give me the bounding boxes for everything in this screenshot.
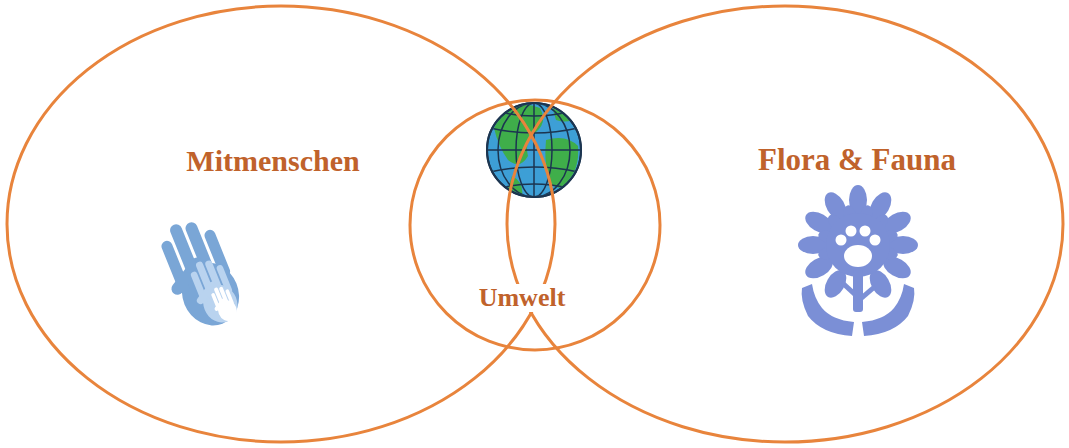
hands-icon [147,211,248,337]
node-label: Umwelt [476,284,569,313]
nature-ellipse: Flora & Fauna [505,4,1065,444]
shape-outline [408,98,662,352]
node-label: Flora & Fauna [755,143,959,177]
node-label: Mitmenschen [183,144,362,177]
shape-outline [5,4,557,444]
environment-circle: Umwelt [408,98,662,352]
tree-paw-icon [798,185,918,336]
shape-outline [505,4,1065,444]
people-ellipse: Mitmenschen [5,4,557,444]
globe-icon [487,103,581,197]
